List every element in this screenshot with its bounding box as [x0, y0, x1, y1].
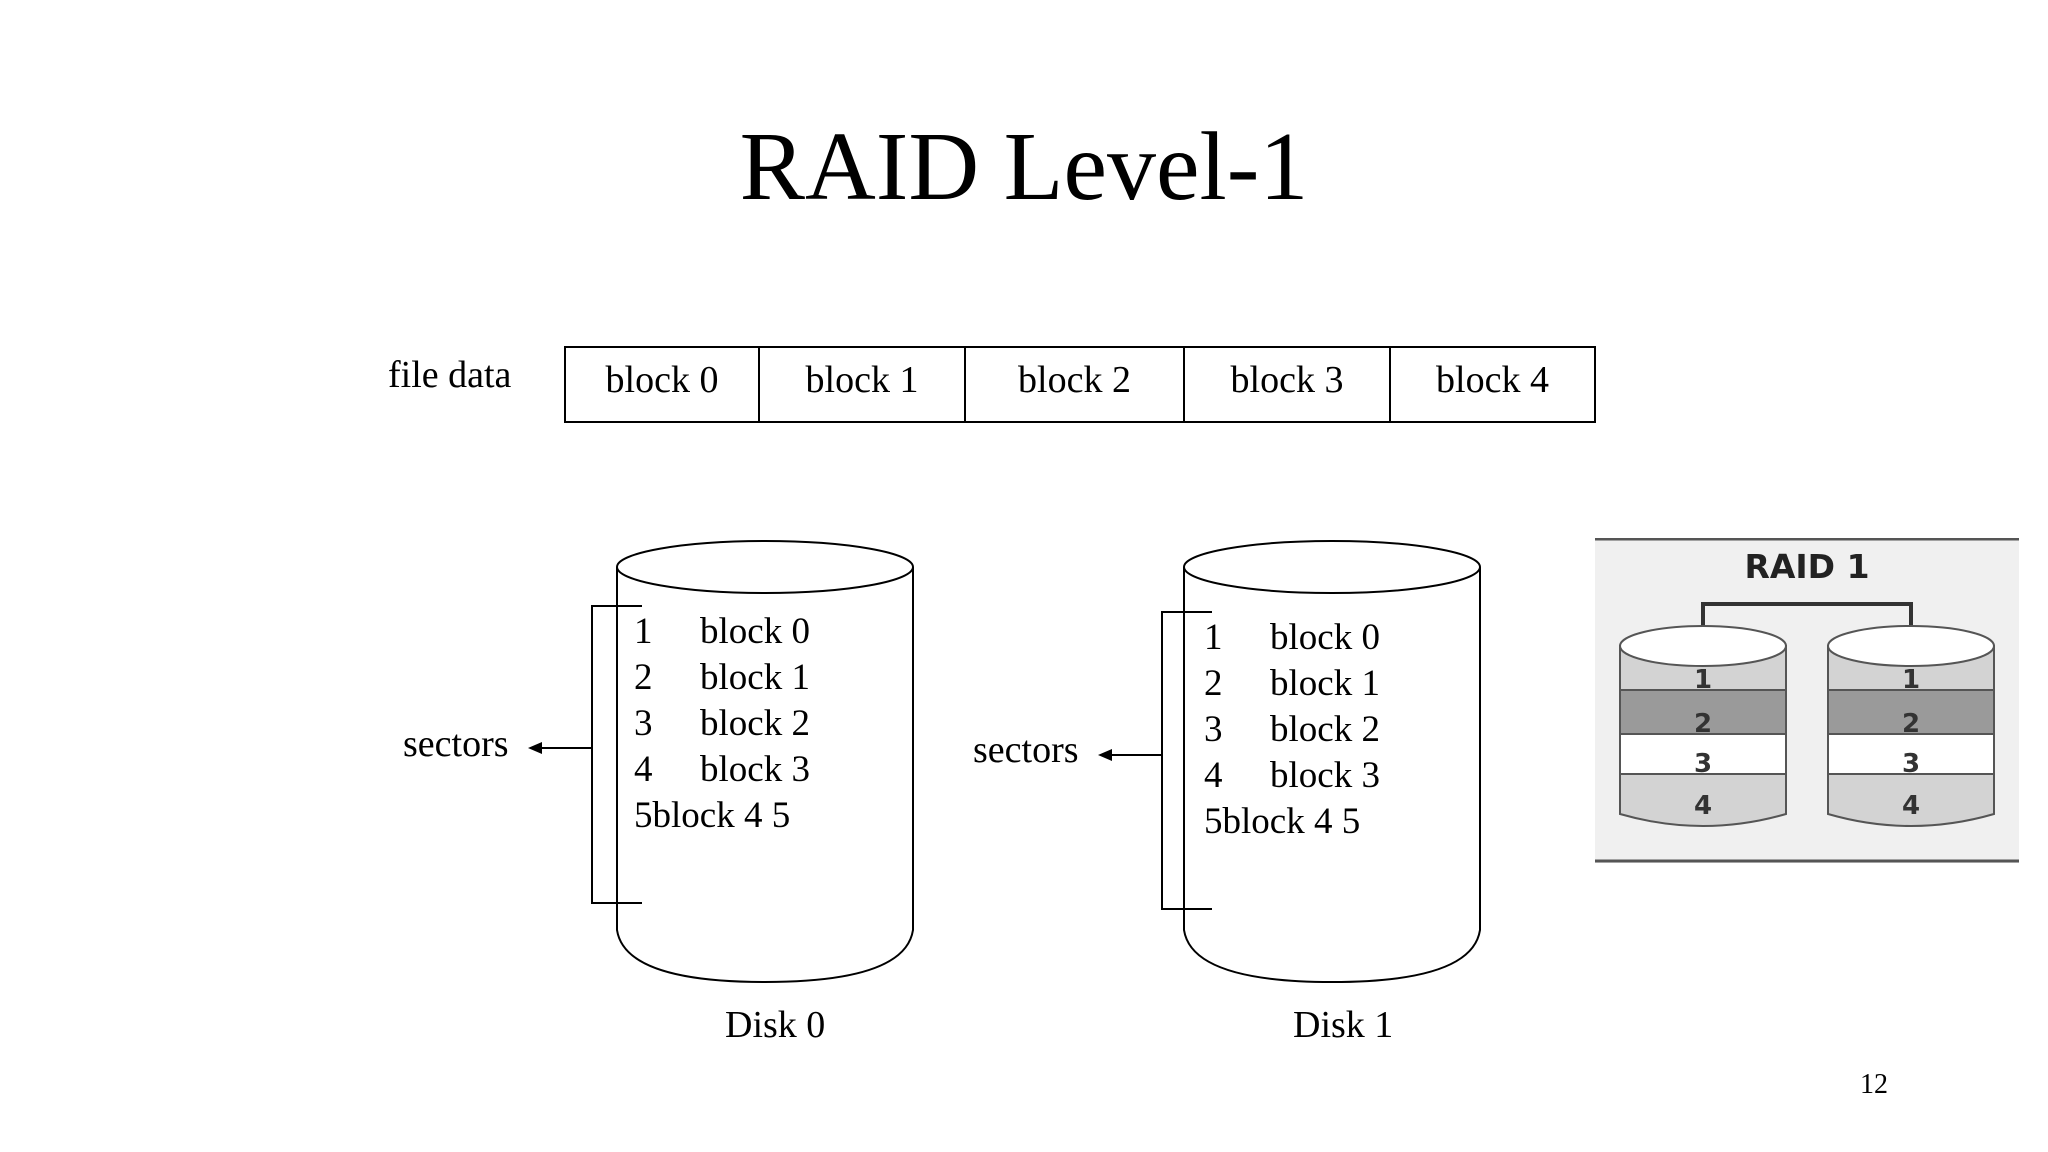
disk-0-sector-row: 4 block 3 [634, 751, 810, 788]
disk-1-sectors-label: sectors [973, 729, 1079, 771]
raid-1-illustration: RAID 1 1 2 3 4 1 2 3 4 [1595, 538, 2019, 863]
slide-title: RAID Level-1 [739, 113, 1309, 221]
disk-1-sector-list: 1 block 0 2 block 1 3 block 2 4 block 3 5blo… [1204, 619, 1380, 840]
sector-number: 3 [634, 703, 653, 744]
disk-0-sector-last-row: 5block 4 5 [634, 795, 791, 836]
disk-1-cylinder [1183, 540, 1481, 984]
disk-0-sector-row: 2 block 1 [634, 659, 810, 696]
sector-number: 4 [1204, 755, 1223, 796]
raid-left-disk-4: 4 [1694, 791, 1712, 821]
raid-right-disk-1: 1 [1902, 665, 1920, 695]
disk-0-cylinder [616, 540, 914, 984]
disk-1-sector-row: 2 block 1 [1204, 665, 1380, 702]
sector-block: block 0 [700, 611, 810, 652]
sector-block: block 1 [1270, 663, 1380, 704]
sector-number: 1 [1204, 617, 1223, 658]
disk-1-sector-last-row: 5block 4 5 [1204, 801, 1361, 842]
raid-1-title: RAID 1 [1744, 547, 1869, 586]
file-block-0: block 0 [566, 348, 760, 421]
disk-0-sector-row: 1 block 0 [634, 613, 810, 650]
raid-left-disk-3: 3 [1694, 749, 1712, 779]
file-block-1: block 1 [760, 348, 966, 421]
disk-0-arrowhead [528, 742, 542, 754]
sector-block: block 2 [700, 703, 810, 744]
disk-1-label: Disk 1 [1293, 1004, 1394, 1046]
file-data-label: file data [388, 354, 512, 396]
raid-left-disk-1: 1 [1694, 665, 1712, 695]
sector-block: block 1 [700, 657, 810, 698]
sector-number: 4 [634, 749, 653, 790]
raid-right-disk-2: 2 [1902, 709, 1920, 739]
sector-number: 2 [634, 657, 653, 698]
disk-1-sectors-bracket [1161, 611, 1212, 910]
file-block-3: block 3 [1185, 348, 1391, 421]
sector-block: block 0 [1270, 617, 1380, 658]
raid-left-disk [1619, 625, 1787, 827]
file-block-2: block 2 [966, 348, 1185, 421]
disk-1-sector-row: 1 block 0 [1204, 619, 1380, 656]
disk-0-sector-row: 3 block 2 [634, 705, 810, 742]
raid-right-disk-3: 3 [1902, 749, 1920, 779]
disk-1-arrowhead [1098, 749, 1112, 761]
sector-number: 2 [1204, 663, 1223, 704]
raid-right-disk-4: 4 [1902, 791, 1920, 821]
disk-1-sector-row: 3 block 2 [1204, 711, 1380, 748]
disk-0-sector-list: 1 block 0 2 block 1 3 block 2 4 block 3 5blo… [634, 613, 810, 834]
file-block-4: block 4 [1436, 359, 1549, 401]
raid-right-disk [1827, 625, 1995, 827]
disk-0-label: Disk 0 [725, 1004, 826, 1046]
sector-number: 3 [1204, 709, 1223, 750]
raid-left-disk-2: 2 [1694, 709, 1712, 739]
sector-block: block 2 [1270, 709, 1380, 750]
disk-0-sectors-bracket [591, 605, 642, 904]
sector-block: block 3 [700, 749, 810, 790]
disk-1-sector-row: 4 block 3 [1204, 757, 1380, 794]
sector-block: block 3 [1270, 755, 1380, 796]
page-number: 12 [1860, 1069, 1888, 1100]
file-data-blocks: block 0 block 1 block 2 block 3 block 4 [564, 346, 1596, 423]
disk-0-sectors-label: sectors [403, 723, 509, 765]
sector-number: 1 [634, 611, 653, 652]
